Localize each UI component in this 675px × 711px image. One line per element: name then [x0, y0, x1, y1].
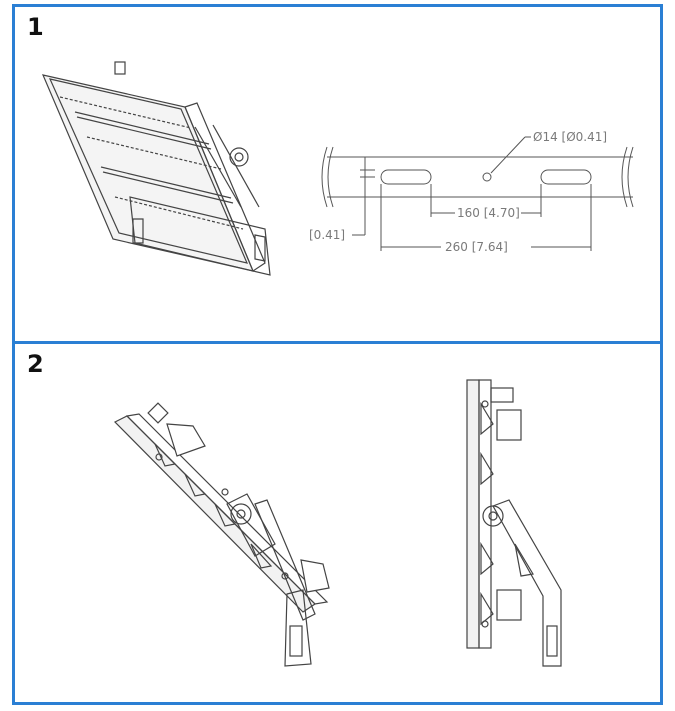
step-2-panel: 2	[12, 341, 663, 705]
step-1-drawing: Ø14 [Ø0.41] [0.41] 160 [4.70] 260 [7.64]	[41, 61, 634, 276]
step-1-panel: 1	[12, 4, 663, 344]
inner-spacing-label: 160 [4.70]	[457, 206, 520, 220]
floodlight-iso-drawing	[41, 61, 271, 276]
step-2-drawing	[113, 379, 562, 667]
hole-diameter-label: Ø14 [Ø0.41]	[533, 130, 607, 144]
mounting-holes-drawing	[321, 136, 634, 251]
step-number: 1	[27, 13, 44, 41]
outer-spacing-label: 260 [7.64]	[445, 240, 508, 254]
floodlight-vertical-side-view	[466, 379, 562, 667]
step-number: 2	[27, 350, 44, 378]
edge-offset-label: [0.41]	[309, 228, 345, 242]
floodlight-tilted-side-view	[113, 402, 330, 667]
